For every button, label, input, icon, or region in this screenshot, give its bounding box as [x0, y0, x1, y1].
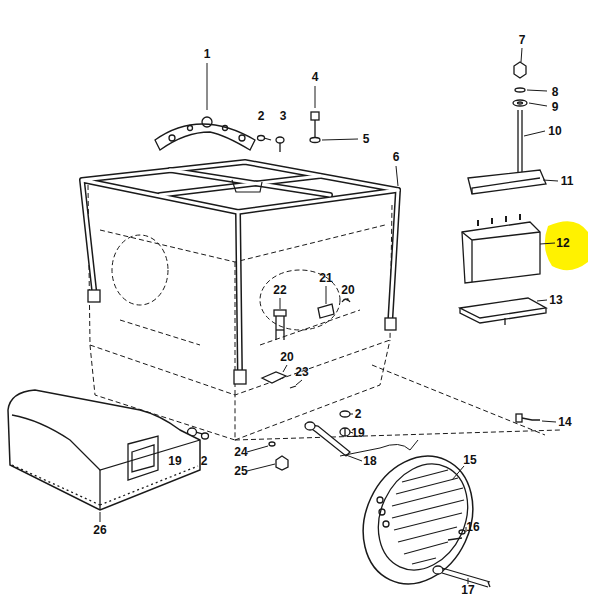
callout-number: 19 — [167, 454, 182, 468]
highlight — [545, 221, 588, 270]
callout-number: 2 — [257, 109, 266, 123]
callout-number: 20 — [340, 283, 355, 297]
callout-number: 8 — [551, 85, 560, 99]
hardware-bottom — [433, 530, 490, 587]
callout-number: 10 — [547, 124, 562, 138]
housing — [88, 185, 560, 440]
callout-number: 1 — [203, 47, 212, 61]
callout-number: 22 — [272, 283, 287, 297]
callout-number: 19 — [350, 426, 365, 440]
callout-number: 18 — [362, 454, 377, 468]
callout-number: 20 — [279, 350, 294, 364]
callout-number: 25 — [233, 464, 248, 478]
callout-number: 7 — [518, 33, 527, 47]
callout-number: 11 — [560, 174, 575, 188]
tube-frame — [82, 162, 398, 384]
callout-number: 14 — [557, 415, 572, 429]
callout-number: 13 — [548, 293, 563, 307]
callout-number: 6 — [392, 150, 401, 164]
callout-number: 23 — [294, 365, 309, 379]
callout-number: 5 — [362, 132, 371, 146]
callout-number: 24 — [233, 445, 248, 459]
callout-number: 12 — [555, 236, 570, 250]
fan-guard — [343, 438, 493, 600]
hardware-middle — [262, 299, 350, 388]
callout-number: 17 — [460, 583, 475, 597]
callout-number: 16 — [465, 520, 480, 534]
callout-number: 4 — [311, 70, 320, 84]
cover — [8, 390, 200, 510]
callout-number: 15 — [462, 453, 477, 467]
callout-number: 9 — [551, 100, 560, 114]
lifting-plate — [155, 117, 255, 150]
callout-number: 3 — [279, 109, 288, 123]
battery-assembly — [460, 62, 546, 325]
hardware-lower — [188, 411, 541, 470]
callout-number: 2 — [200, 454, 209, 468]
hardware-top — [258, 112, 321, 152]
callout-number: 21 — [318, 271, 333, 285]
callout-number: 2 — [354, 407, 363, 421]
callout-number: 26 — [92, 523, 107, 537]
leader-lines — [100, 48, 558, 584]
